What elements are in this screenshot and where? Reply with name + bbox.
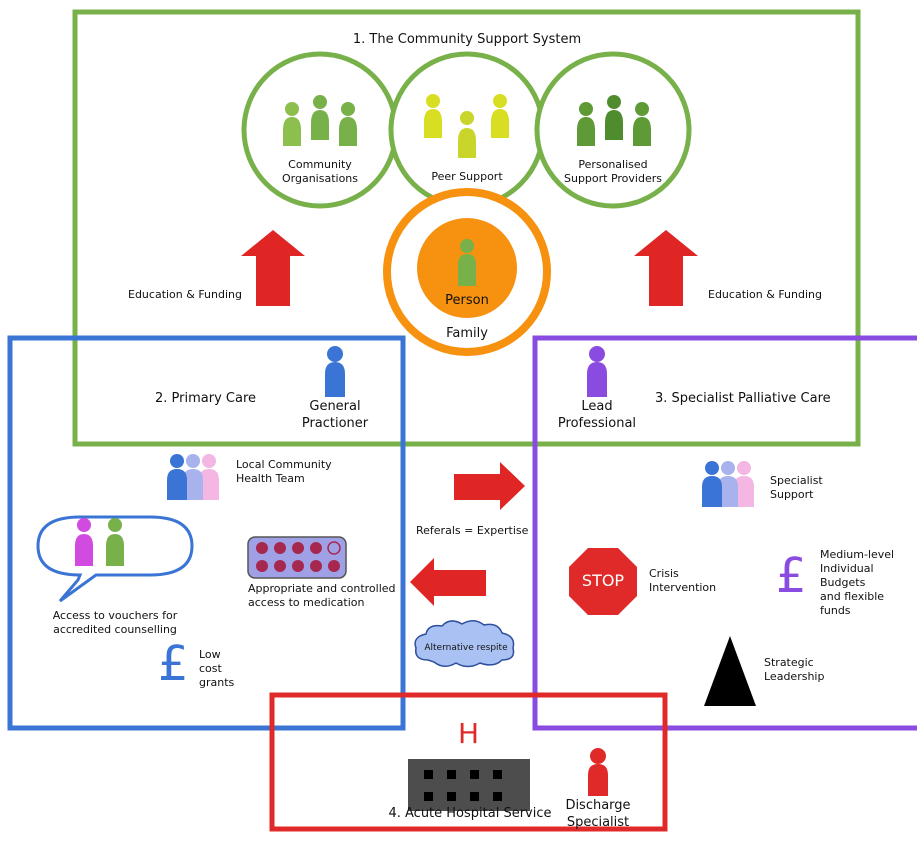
referral-arrow-right: [454, 462, 525, 510]
personalised-support-label: Personalised Support Providers: [563, 158, 662, 185]
community-section-title: 1. The Community Support System: [352, 32, 582, 47]
referrals-label: Referals = Expertise: [416, 524, 529, 537]
community-organisations-label: Community Organisations: [281, 158, 358, 185]
alternative-respite-label: Alternative respite: [424, 643, 508, 653]
community-frame: [72, 9, 861, 447]
lead-professional-label: Lead Professional: [557, 399, 637, 431]
primary-care-frame: [7, 335, 406, 731]
personalised-support-people-icon: [577, 95, 651, 146]
local-community-team-label: Local Community Health Team: [236, 458, 332, 485]
acute-hospital-title: 4. Acute Hospital Service: [388, 806, 552, 821]
grants-label: Low cost grants: [199, 648, 235, 689]
specialist-support-label: Specialist Support: [770, 474, 823, 501]
pound-sign-primary-icon: £: [158, 636, 189, 692]
hospital-building-icon: [408, 759, 530, 811]
strategic-leadership-label: Strategic Leadership: [764, 656, 825, 683]
person-icon: [458, 239, 476, 286]
community-organisations-people-icon: [283, 95, 357, 146]
pound-sign-specialist-icon: £: [776, 548, 807, 604]
peer-support-label: Peer Support: [431, 170, 503, 183]
alternative-respite-cloud-icon: [414, 620, 515, 668]
education-funding-right-label: Education & Funding: [708, 288, 822, 301]
discharge-specialist-label: Discharge Specialist: [565, 798, 631, 830]
stop-text: STOP: [581, 571, 625, 590]
peer-support-people-icon: [424, 94, 509, 158]
family-label: Family: [446, 326, 488, 341]
vouchers-label: Access to vouchers for accredited counse…: [52, 609, 178, 636]
specialist-support-people-icon: [702, 461, 754, 507]
acute-hospital-frame: [269, 692, 668, 832]
hospital-h-icon: H: [458, 717, 480, 750]
medication-label: Appropriate and controlled access to med…: [248, 582, 396, 609]
specialist-care-title: 3. Specialist Palliative Care: [655, 391, 831, 406]
general-practioner-label: General Practioner: [301, 399, 369, 431]
stop-sign-icon: [569, 548, 637, 615]
specialist-care-frame: [532, 335, 917, 731]
education-arrow-left: [241, 230, 305, 306]
person-label: Person: [445, 293, 489, 308]
education-arrow-right: [634, 230, 698, 306]
strategic-leadership-triangle-icon: [704, 636, 756, 706]
local-team-people-icon: [167, 454, 219, 500]
crisis-intervention-label: Crisis Intervention: [649, 567, 717, 594]
lead-professional-icon: [587, 346, 607, 397]
budgets-label: Medium-level Individual Budgets and flex…: [820, 548, 895, 617]
primary-care-title: 2. Primary Care: [155, 391, 257, 406]
pill-pack-icon: [247, 536, 347, 579]
bubble-people-icon: [75, 518, 124, 566]
general-practioner-icon: [325, 346, 345, 397]
referral-arrow-left: [410, 558, 486, 606]
discharge-specialist-icon: [588, 748, 608, 796]
education-funding-left-label: Education & Funding: [128, 288, 242, 301]
